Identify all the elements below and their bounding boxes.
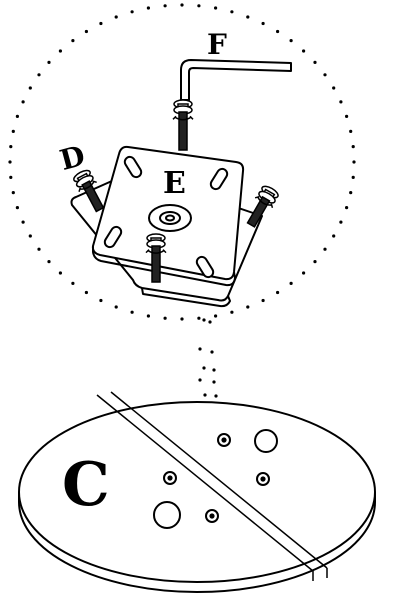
circle-dot bbox=[115, 15, 118, 18]
circle-dot bbox=[197, 4, 200, 7]
circle-dot bbox=[352, 145, 355, 148]
circle-dot bbox=[323, 73, 326, 76]
circle-dot bbox=[12, 191, 15, 194]
circle-dot bbox=[313, 260, 316, 263]
circle-dot bbox=[22, 221, 25, 224]
circle-dot bbox=[37, 73, 40, 76]
circle-dot bbox=[85, 30, 88, 33]
circle-dot bbox=[147, 6, 150, 9]
circle-dot bbox=[37, 248, 40, 251]
circle-dot bbox=[29, 234, 32, 237]
circle-dot bbox=[12, 130, 15, 133]
circle-dot bbox=[345, 206, 348, 209]
circle-dot bbox=[131, 311, 134, 314]
circle-dot bbox=[332, 86, 335, 89]
circle-dot bbox=[180, 317, 183, 320]
circle-dot bbox=[262, 299, 265, 302]
circle-dot bbox=[246, 15, 249, 18]
circle-dot bbox=[197, 317, 200, 320]
screw bbox=[173, 100, 193, 150]
circle-dot bbox=[214, 314, 217, 317]
circle-dot bbox=[9, 145, 12, 148]
guide-dot bbox=[210, 350, 213, 353]
circle-dot bbox=[276, 30, 279, 33]
circle-dot bbox=[323, 248, 326, 251]
circle-dot bbox=[131, 10, 134, 13]
allen-key-f bbox=[181, 60, 291, 100]
circle-dot bbox=[59, 271, 62, 274]
circle-dot bbox=[352, 160, 355, 163]
circle-dot bbox=[345, 115, 348, 118]
circle-dot bbox=[47, 61, 50, 64]
circle-dot bbox=[290, 39, 293, 42]
circle-dot bbox=[352, 176, 355, 179]
circle-dot bbox=[246, 305, 249, 308]
circle-dot bbox=[339, 100, 342, 103]
label-e: E bbox=[163, 166, 186, 201]
circle-dot bbox=[164, 4, 167, 7]
circle-dot bbox=[115, 305, 118, 308]
circle-dot bbox=[276, 291, 279, 294]
circle-dot bbox=[16, 115, 19, 118]
circle-dot bbox=[8, 160, 11, 163]
circle-dot bbox=[85, 291, 88, 294]
circle-dot bbox=[262, 22, 265, 25]
circle-dot bbox=[47, 260, 50, 263]
circle-dot bbox=[71, 39, 74, 42]
guide-dot bbox=[212, 368, 215, 371]
circle-dot bbox=[22, 100, 25, 103]
circle-dot bbox=[16, 206, 19, 209]
circle-dot bbox=[332, 234, 335, 237]
circle-dot bbox=[147, 314, 150, 317]
circle-dot bbox=[230, 10, 233, 13]
guide-dot bbox=[214, 394, 217, 397]
circle-dot bbox=[290, 282, 293, 285]
circle-dot bbox=[302, 49, 305, 52]
guide-dot bbox=[198, 378, 201, 381]
label-f: F bbox=[207, 28, 227, 61]
circle-dot bbox=[164, 317, 167, 320]
guide-dot bbox=[202, 366, 205, 369]
circle-dot bbox=[313, 61, 316, 64]
label-d: D bbox=[56, 139, 88, 177]
label-c: C bbox=[62, 450, 110, 520]
circle-dot bbox=[230, 311, 233, 314]
circle-dot bbox=[99, 299, 102, 302]
guide-dot bbox=[202, 318, 205, 321]
circle-dot bbox=[349, 130, 352, 133]
guide-dot bbox=[208, 320, 211, 323]
circle-dot bbox=[339, 221, 342, 224]
circle-dot bbox=[9, 176, 12, 179]
screw bbox=[242, 184, 280, 230]
circle-dot bbox=[59, 49, 62, 52]
circle-dot bbox=[302, 271, 305, 274]
circle-dot bbox=[214, 6, 217, 9]
guide-dot bbox=[198, 347, 201, 350]
circle-dot bbox=[99, 22, 102, 25]
guide-dot bbox=[203, 393, 206, 396]
circle-dot bbox=[29, 86, 32, 89]
circle-dot bbox=[180, 3, 183, 6]
circle-dot bbox=[71, 282, 74, 285]
guide-dot bbox=[212, 380, 215, 383]
circle-dot bbox=[349, 191, 352, 194]
